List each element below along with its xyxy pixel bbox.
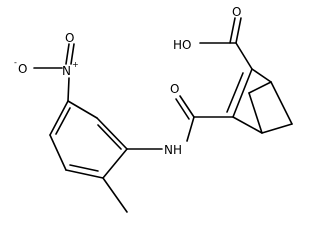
nitro-o-charge: - — [14, 58, 17, 67]
bond-bicycle-1 — [232, 68, 253, 118]
norbornene-core — [226, 68, 293, 134]
carboxylic-acid-group: O HO — [173, 5, 253, 70]
bond-bicycle-4 — [261, 123, 293, 134]
bond-nitro-o-double-2 — [70, 43, 75, 65]
bond-bicycle-acid — [235, 42, 253, 70]
bond-ring-6 — [49, 100, 69, 136]
nitro-o-top-label: O — [65, 31, 74, 45]
bond-ring-3 — [102, 148, 128, 179]
bond-nh-carbonyl — [186, 116, 195, 142]
bond-bicycle-bridge-1 — [248, 81, 272, 94]
bond-nitro-o-double — [65, 43, 70, 65]
bond-acid-o-double — [235, 17, 242, 44]
bond-bicycle-bridge-2 — [248, 92, 263, 134]
nitro-group: N + O - O — [14, 31, 79, 102]
nitro-n-label: N — [62, 64, 71, 78]
nitro-o-minus-label: O — [18, 62, 27, 76]
bond-ring-6-inner — [55, 107, 71, 135]
amide-nh-label: NH — [164, 143, 182, 157]
bond-ring-4-inner — [69, 164, 99, 172]
bond-ring-5 — [49, 134, 67, 171]
bond-bicycle-2 — [251, 68, 272, 83]
bond-carbonyl-o-2 — [175, 98, 190, 120]
bond-ring-2 — [96, 117, 128, 150]
carboxyl-oh-label: HO — [173, 38, 191, 52]
benzene-ring — [49, 100, 128, 179]
bond-ring-1 — [67, 100, 98, 119]
bond-bicycle-5 — [232, 116, 263, 134]
nitro-n-charge: + — [72, 60, 79, 69]
carboxyl-o-label: O — [232, 5, 241, 19]
bond-ring-2-inner — [97, 124, 122, 150]
bond-methyl — [102, 177, 128, 213]
amide-o-label: O — [170, 82, 179, 96]
molecule-canvas: N + O - O O NH O HO — [14, 5, 293, 213]
bond-ring-nitro — [67, 77, 70, 102]
bond-carbonyl-o — [179, 95, 195, 118]
amide-group: O NH — [126, 82, 234, 157]
bond-acid-o-double-2 — [229, 17, 236, 44]
bond-ring-4 — [65, 169, 104, 179]
molecule-structure: N + O - O O NH O HO — [14, 5, 293, 213]
bond-bicycle-1-inner — [226, 72, 244, 113]
bond-bicycle-3 — [270, 81, 293, 125]
